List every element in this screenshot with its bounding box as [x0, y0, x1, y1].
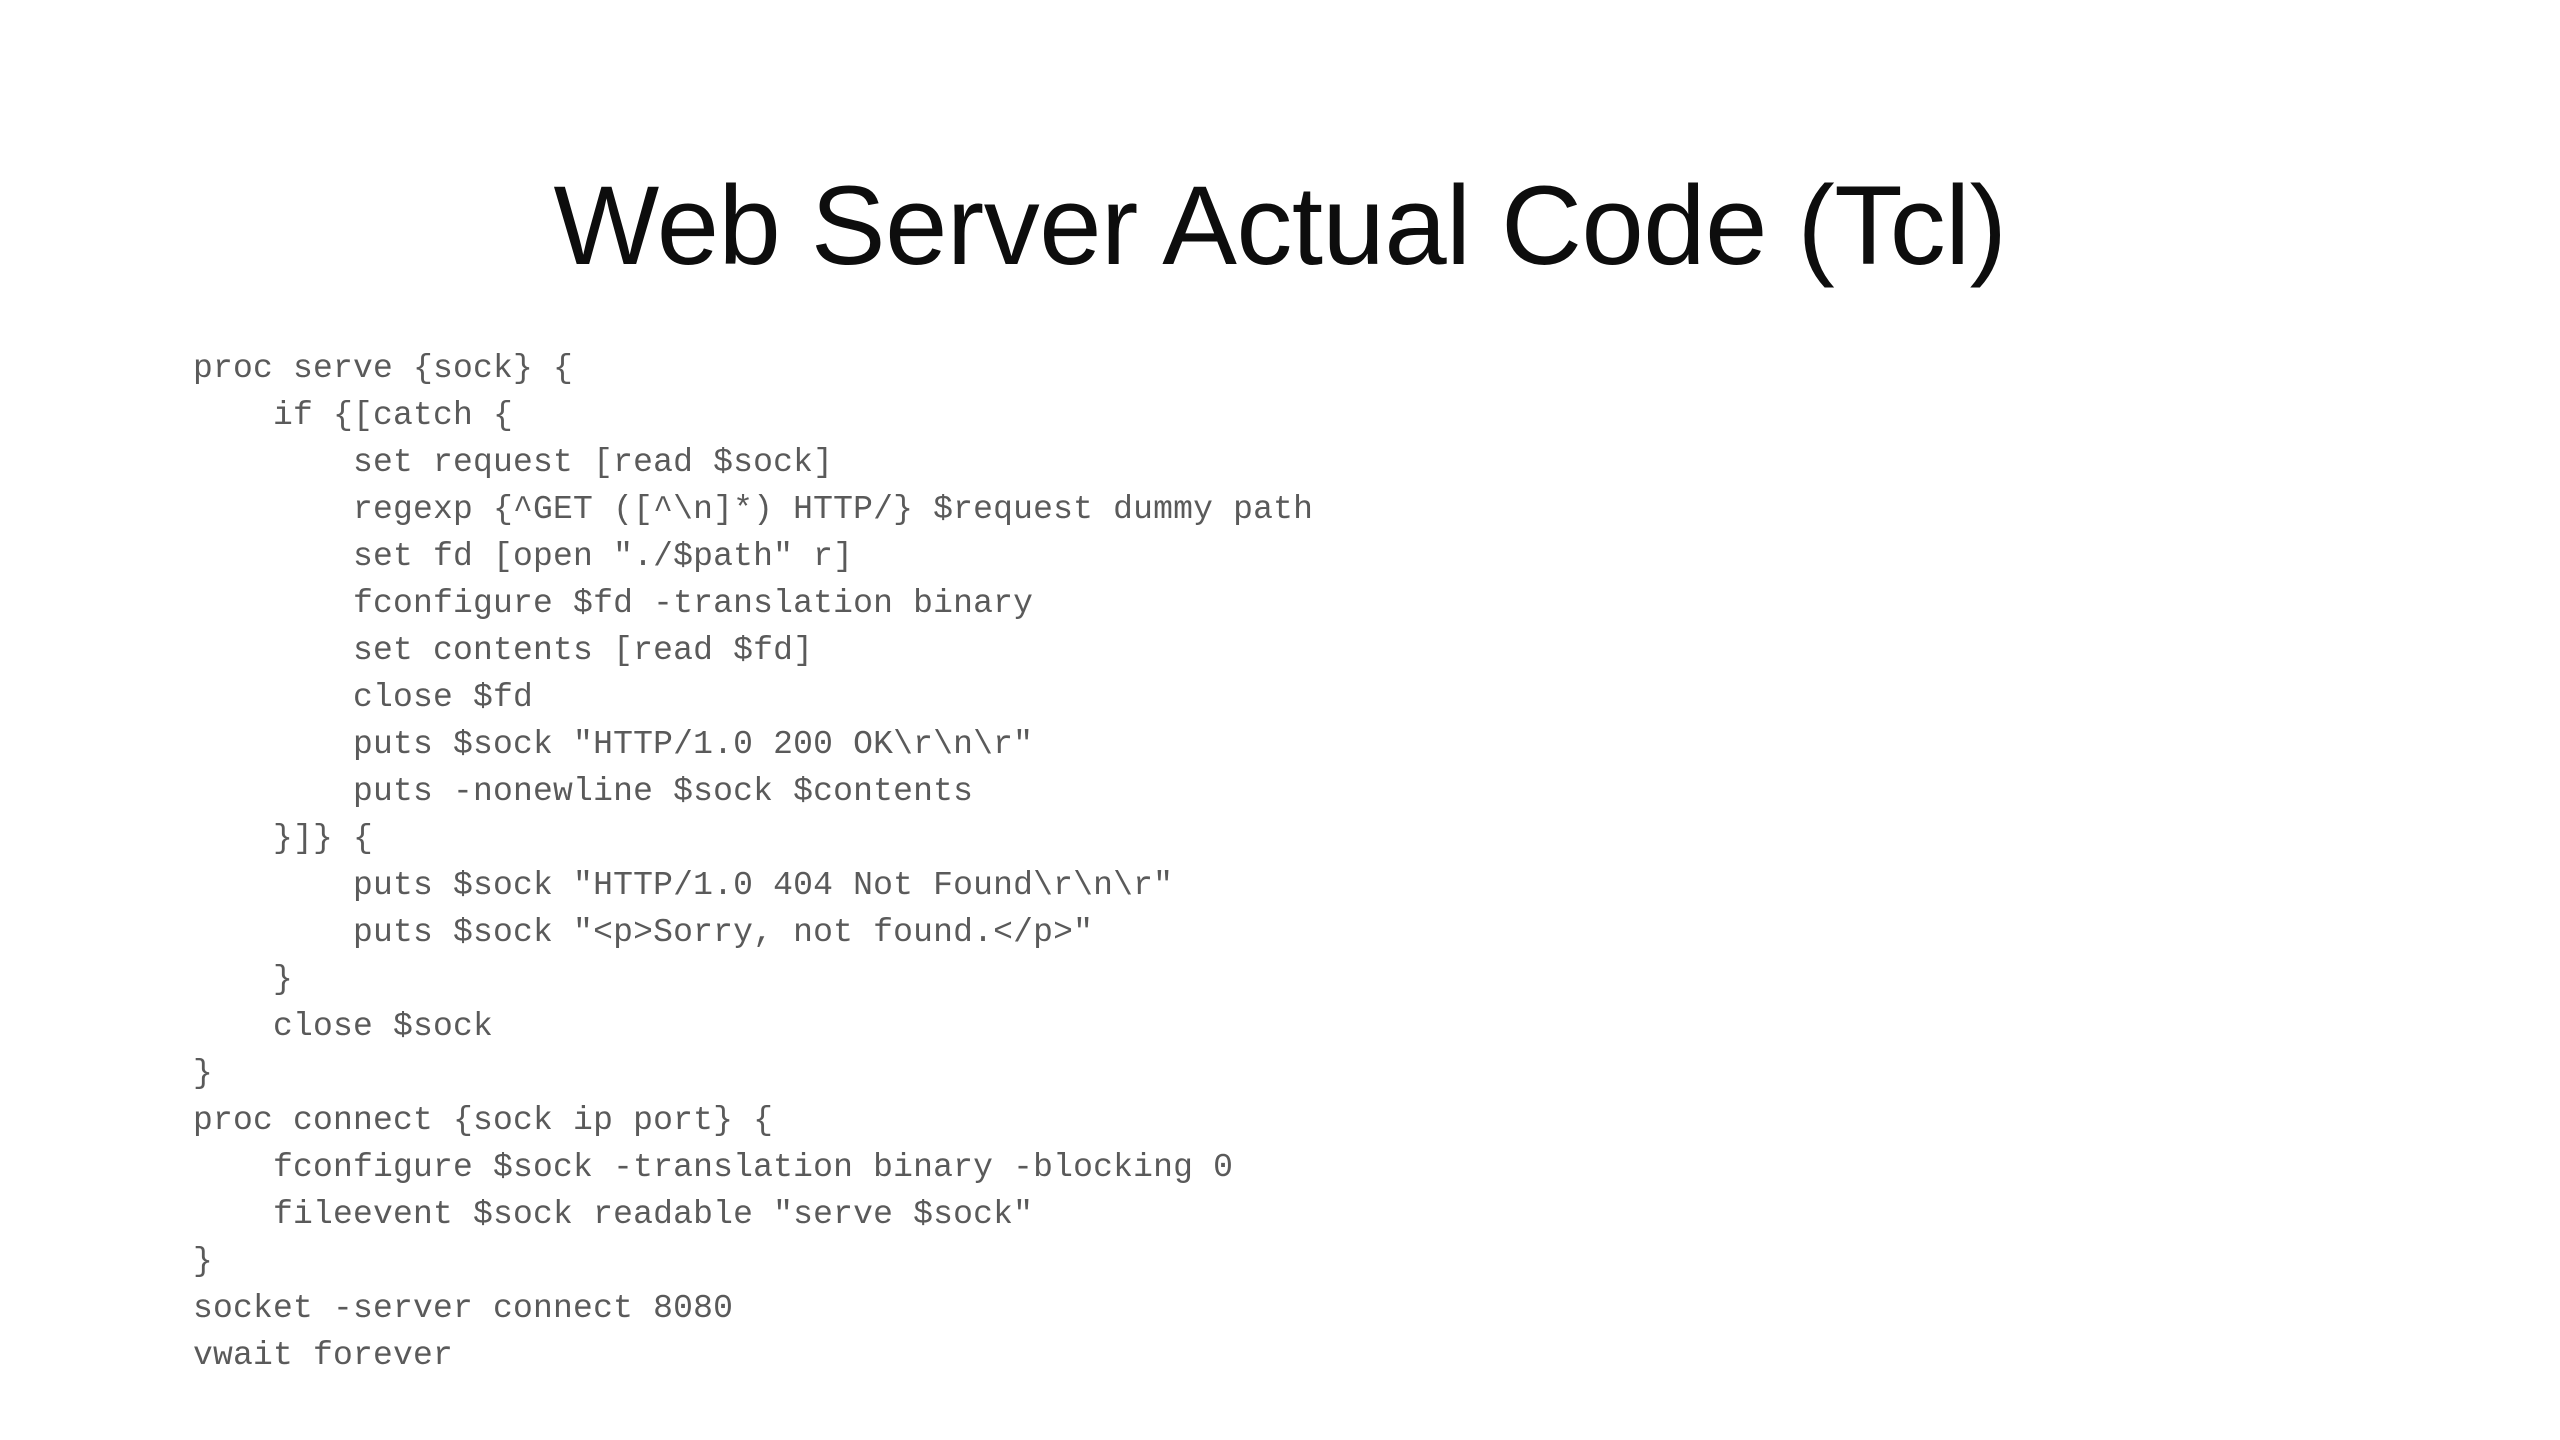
code-line: puts $sock "<p>Sorry, not found.</p>" — [193, 914, 1094, 951]
code-line: fconfigure $sock -translation binary -bl… — [193, 1149, 1234, 1186]
code-line: set fd [open "./$path" r] — [193, 538, 854, 575]
code-line: fconfigure $fd -translation binary — [193, 585, 1034, 622]
code-line: close $sock — [193, 1008, 494, 1045]
code-line: proc connect {sock ip port} { — [193, 1102, 774, 1139]
code-line: } — [193, 961, 294, 998]
code-line: puts $sock "HTTP/1.0 404 Not Found\r\n\r… — [193, 867, 1174, 904]
code-line: fileevent $sock readable "serve $sock" — [193, 1196, 1034, 1233]
code-line: close $fd — [193, 679, 534, 716]
page-title: Web Server Actual Code (Tcl) — [553, 163, 2007, 289]
code-line: regexp {^GET ([^\n]*) HTTP/} $request du… — [193, 491, 1314, 528]
code-line: }]} { — [193, 820, 374, 857]
code-line: proc serve {sock} { — [193, 350, 574, 387]
code-line: if {[catch { — [193, 397, 514, 434]
code-line: vwait forever — [193, 1337, 454, 1374]
code-line: } — [193, 1055, 214, 1092]
code-line: set request [read $sock] — [193, 444, 834, 481]
code-block: proc serve {sock} { if {[catch { set req… — [193, 345, 2373, 1379]
code-line: puts -nonewline $sock $contents — [193, 773, 974, 810]
code-line: socket -server connect 8080 — [193, 1290, 734, 1327]
code-line: puts $sock "HTTP/1.0 200 OK\r\n\r" — [193, 726, 1034, 763]
code-line: set contents [read $fd] — [193, 632, 814, 669]
code-line: } — [193, 1243, 214, 1280]
